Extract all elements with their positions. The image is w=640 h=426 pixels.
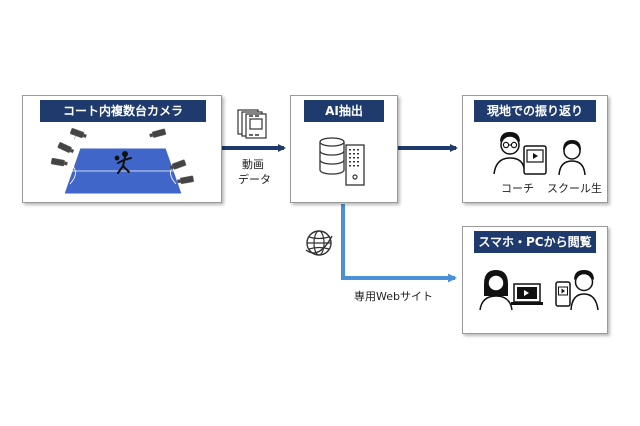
globe-icon [305,230,333,256]
review-box-title: 現地での振り返り [474,100,596,122]
student-icon [558,140,586,176]
server-icon [345,144,365,186]
student-label: スクール生 [547,182,602,195]
ai-box-title: AI抽出 [304,100,384,122]
coach-with-tablet-icon [493,132,547,175]
person-with-smartphone-icon [555,270,599,311]
video-data-label-line2: データ [238,173,271,186]
coach-label: コーチ [501,182,534,195]
person-with-laptop-icon [479,270,543,311]
database-icon [319,137,345,175]
court-cameras-illustration [50,128,194,195]
video-files-icon [237,109,267,139]
video-data-label-line1: 動画 [242,158,264,171]
website-label: 専用Webサイト [354,290,433,303]
arrow-ai-to-web [341,204,457,283]
camera-box-title: コート内複数台カメラ [40,100,206,122]
web-box-title: スマホ・PCから閲覧 [474,231,596,253]
